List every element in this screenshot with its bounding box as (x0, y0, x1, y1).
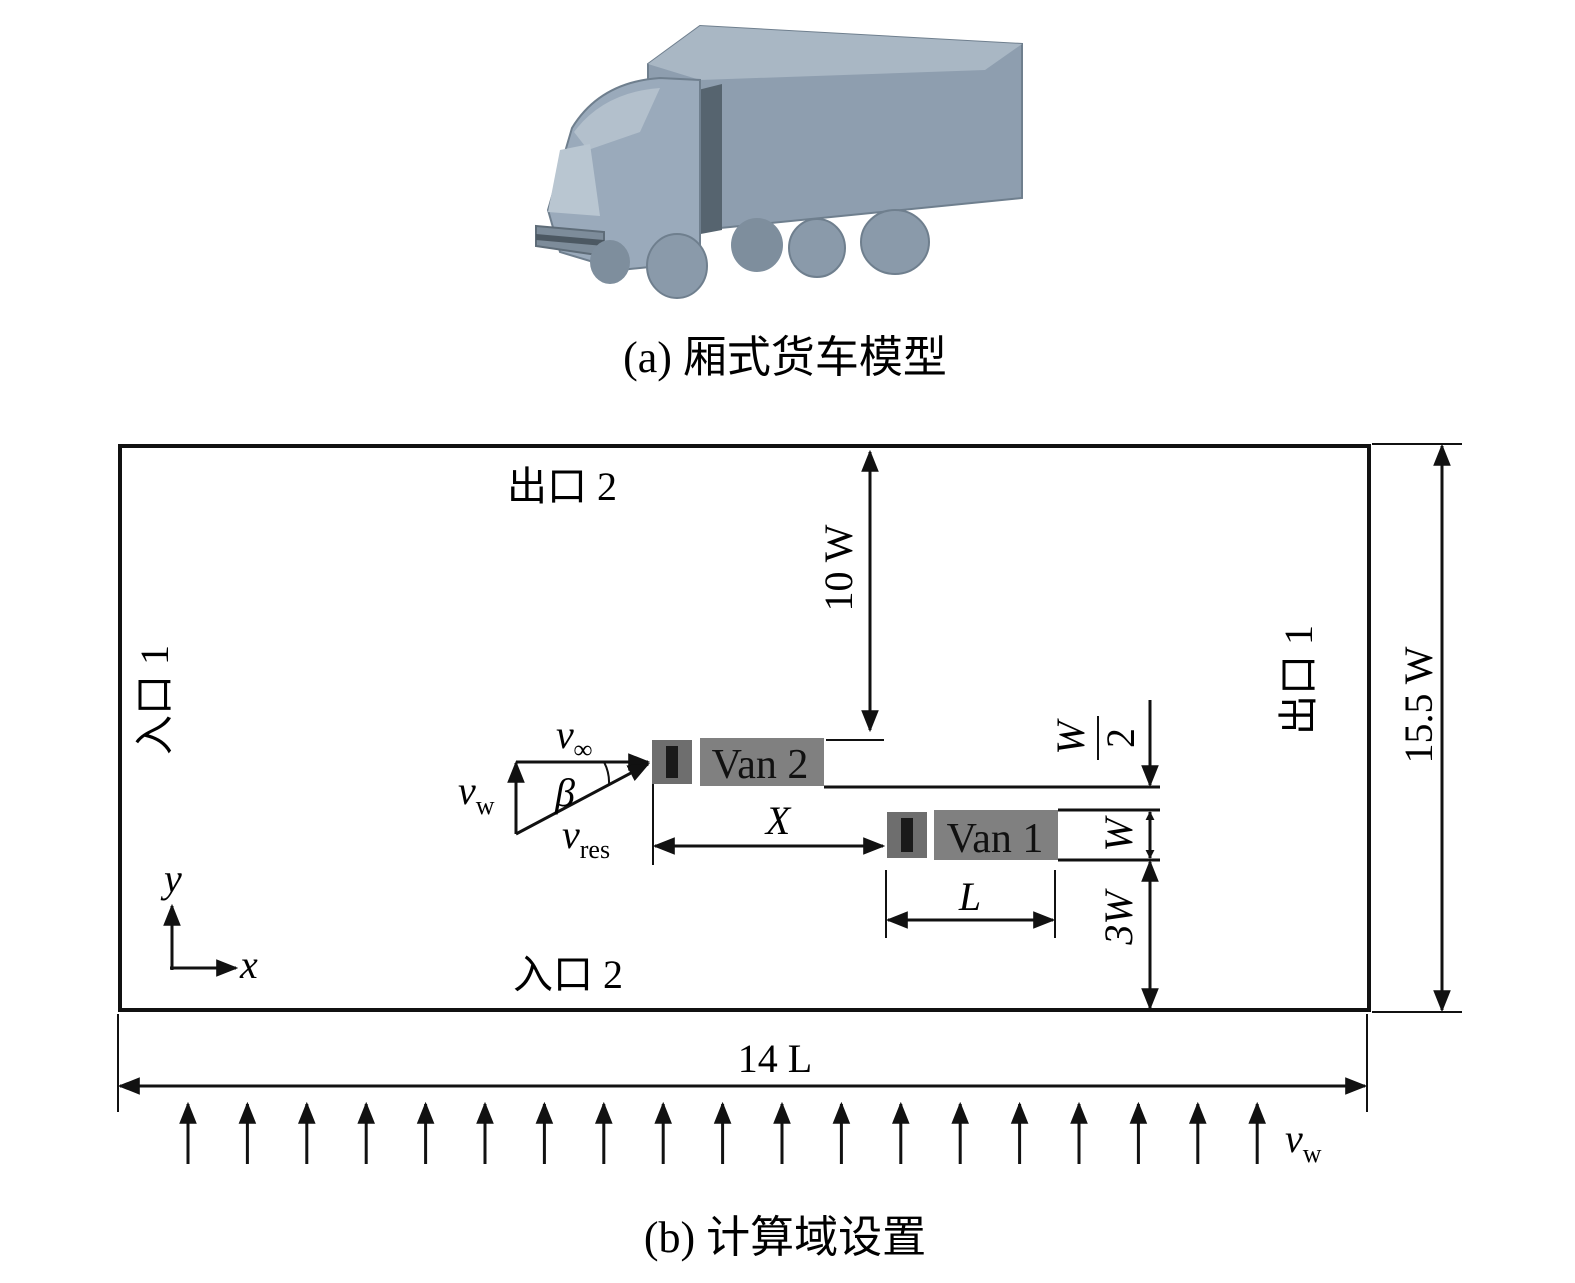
inlet-2-label: 入口 2 (513, 952, 623, 997)
wind-arrows-row (179, 1101, 1266, 1164)
velocity-triangle (507, 753, 651, 836)
svg-text:2: 2 (1098, 728, 1143, 748)
van-1: Van 1 (887, 810, 1058, 862)
computational-domain-boundary (118, 444, 1371, 1012)
half-width-label: W 2 (1048, 716, 1143, 760)
wind-velocity-label: vw (1285, 1116, 1322, 1168)
van-2: Van 2 (652, 738, 824, 788)
van-width-label: W (1096, 815, 1141, 852)
van1-body (934, 810, 1058, 860)
v-res-vector (515, 762, 650, 836)
y-axis-label: y (160, 856, 182, 901)
caption-a: (a) 厢式货车模型 (623, 333, 947, 382)
x-sep-label: X (764, 798, 792, 843)
v-inf-label: v∞ (556, 712, 592, 764)
bottom-gap-label: 3W (1096, 888, 1141, 946)
svg-text:W: W (1048, 718, 1093, 755)
beta-angle-arc (603, 761, 611, 786)
v-res-label: vres (562, 812, 610, 864)
van-len-label: L (958, 874, 981, 919)
van2-label: Van 2 (712, 742, 809, 788)
inlet-1-label: 入口 1 (132, 645, 177, 755)
vw-label: vw (458, 768, 495, 820)
beta-label: β (554, 770, 575, 815)
van1-label: Van 1 (947, 816, 1044, 862)
truck-model-illustration (535, 24, 1023, 299)
x-axis-label: x (239, 942, 258, 987)
outlet-2-label: 出口 2 (507, 464, 617, 509)
caption-b: (b) 计算域设置 (644, 1213, 926, 1262)
van2-body (700, 738, 824, 786)
height-label: 15.5 W (1396, 646, 1441, 763)
top-gap-label: 10 W (816, 524, 861, 611)
outlet-1-label: 出口 1 (1276, 625, 1321, 735)
length-label: 14 L (738, 1036, 812, 1081)
